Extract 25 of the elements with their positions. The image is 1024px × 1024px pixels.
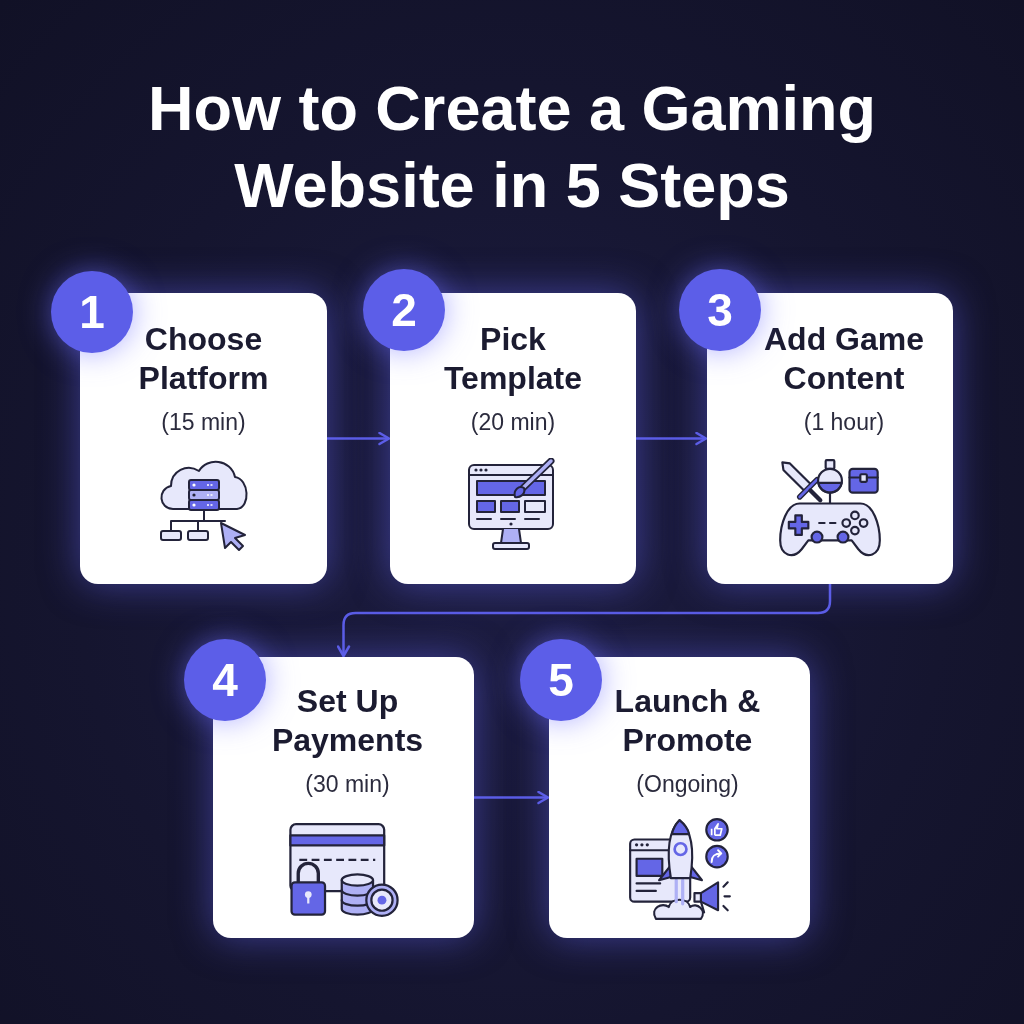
step-number-circle: 1 bbox=[51, 271, 133, 353]
step-duration: (15 min) bbox=[161, 408, 246, 436]
step-card bbox=[707, 293, 953, 584]
step-title: Launch & Promote bbox=[613, 682, 762, 760]
step-duration: (Ongoing) bbox=[636, 770, 739, 798]
step-duration: (1 hour) bbox=[803, 408, 885, 436]
arrow bbox=[636, 431, 708, 446]
step-title: Choose Platform bbox=[137, 320, 270, 398]
step-duration: (30 min) bbox=[305, 770, 390, 798]
arrow bbox=[336, 584, 832, 658]
step-title: Set Up Payments bbox=[270, 682, 425, 760]
step-number-circle: 2 bbox=[363, 269, 445, 351]
step-title: Pick Template bbox=[442, 320, 584, 398]
step-number-circle: 4 bbox=[184, 639, 266, 721]
step-number-circle: 5 bbox=[520, 639, 602, 721]
title: How to Create a Gaming Website in 5 Steps bbox=[146, 72, 878, 222]
step-card bbox=[549, 657, 810, 938]
step-number-circle: 3 bbox=[679, 269, 761, 351]
step-card bbox=[213, 657, 474, 938]
arrow bbox=[327, 431, 391, 446]
step-card bbox=[80, 293, 327, 584]
step-card bbox=[390, 293, 636, 584]
step-title: Add Game Content bbox=[763, 320, 925, 398]
arrow bbox=[474, 790, 550, 805]
step-duration: (20 min) bbox=[470, 408, 556, 436]
